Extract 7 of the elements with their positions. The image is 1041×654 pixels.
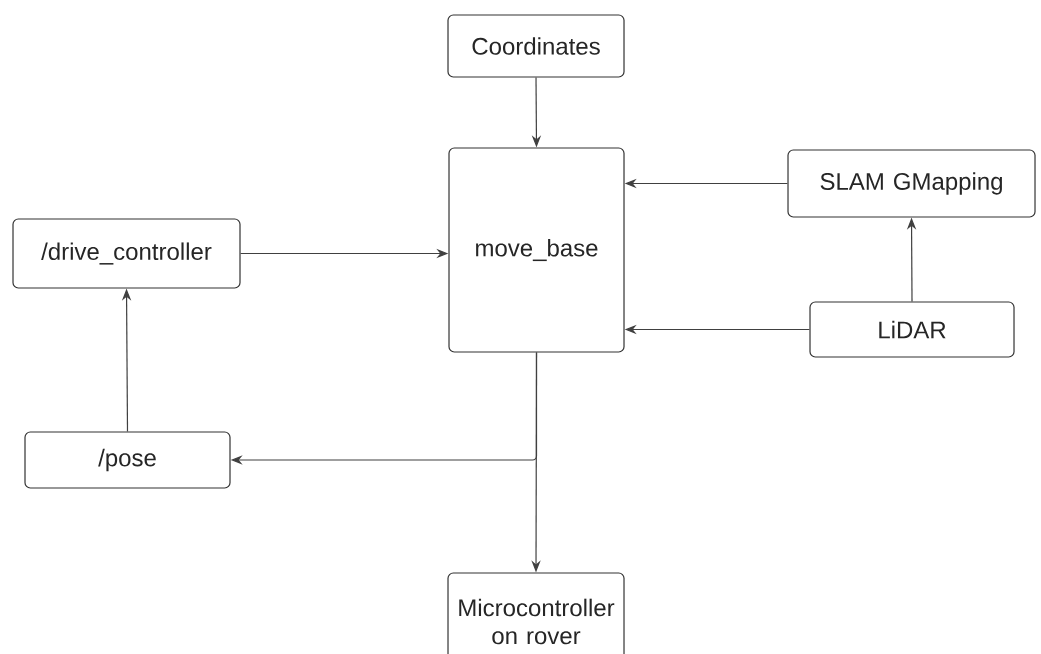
process-box: Coordinates	[447, 14, 625, 78]
process-box: move_base	[448, 147, 625, 353]
process-box: Microcontroller on rover	[447, 572, 625, 654]
process-box: LiDAR	[809, 301, 1015, 358]
process-box: /pose	[24, 431, 231, 489]
process-box: SLAM GMapping	[787, 149, 1036, 218]
process-box: /drive_controller	[12, 218, 241, 289]
